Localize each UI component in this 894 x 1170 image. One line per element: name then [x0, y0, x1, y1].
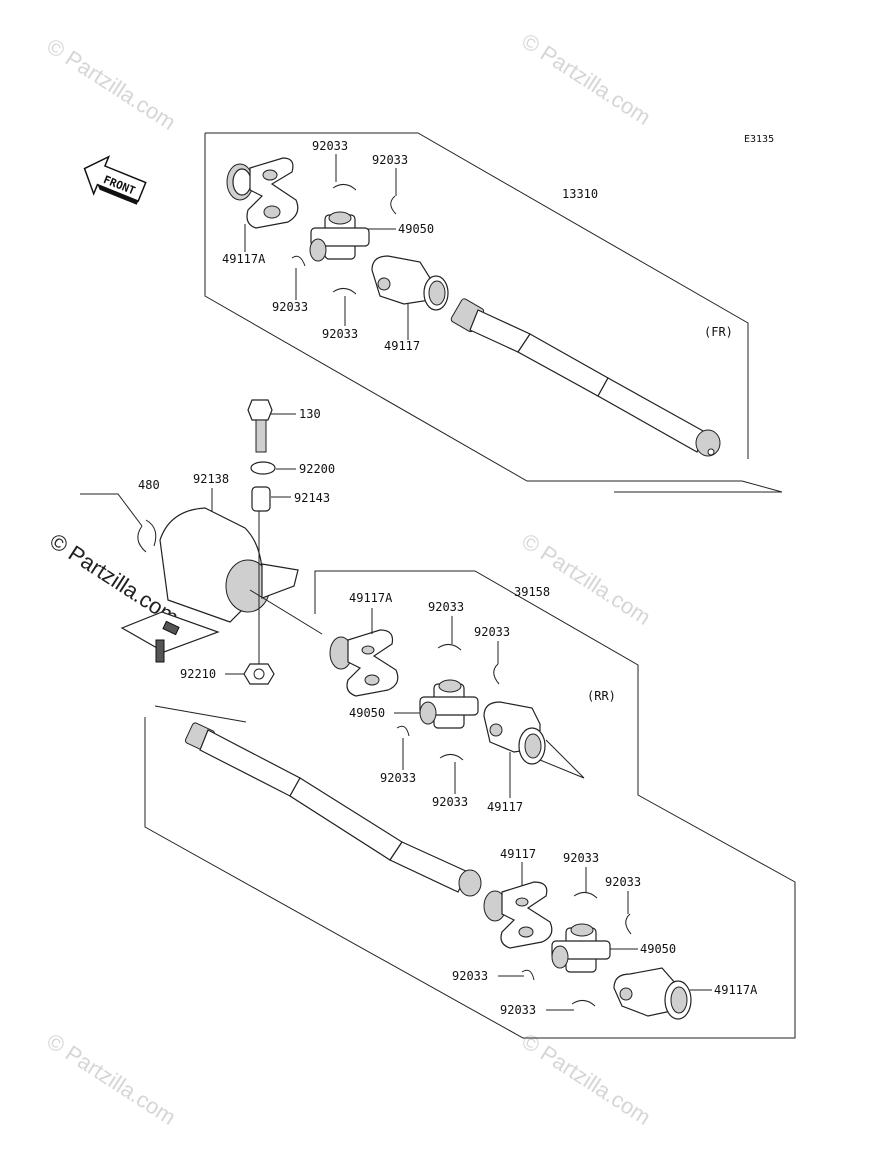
watermark-bottom-right: © Partzilla.com — [517, 1028, 655, 1130]
rr2-yoke-label: 49117 — [500, 847, 536, 861]
collar-label: 92143 — [294, 491, 330, 505]
fr-circlip-2-part — [390, 195, 397, 215]
rr1-circlip-3-part — [396, 725, 410, 737]
front-shaft-frame — [204, 132, 783, 493]
fr-yoke-label: 49117 — [384, 339, 420, 353]
rr1-circlip-1-part — [437, 644, 462, 651]
rr1-joint-part — [419, 679, 479, 729]
rr-shaft-part — [184, 722, 482, 897]
snap-ring-label: 480 — [138, 478, 160, 492]
rr2-circlip-2-part — [625, 913, 632, 935]
washer-label: 92200 — [299, 462, 335, 476]
rr2-yoke-part — [483, 881, 553, 949]
diagram-code: E3135 — [744, 134, 774, 145]
washer-part — [250, 461, 276, 475]
snap-ring-part — [137, 519, 157, 553]
fr-circlip-2-label: 92033 — [372, 153, 408, 167]
rr1-circlip-2-label: 92033 — [474, 625, 510, 639]
fr-circlip-1-label: 92033 — [312, 139, 348, 153]
collar-part — [251, 486, 271, 512]
rr2-circlip-4-label: 92033 — [500, 1003, 536, 1017]
rear-section-label: (RR) — [587, 689, 616, 703]
rr2-yoke-a-label: 49117A — [714, 983, 758, 997]
fr-yoke-a-label: 49117A — [222, 252, 266, 266]
rr1-yoke-a-part — [329, 629, 399, 697]
rr1-circlip-2-part — [493, 663, 500, 685]
rr2-circlip-4-part — [571, 1000, 596, 1007]
watermark-top-right: © Partzilla.com — [517, 28, 655, 130]
rr2-joint-part — [551, 923, 611, 973]
rr2-circlip-2-label: 92033 — [605, 875, 641, 889]
rr1-yoke-label: 49117 — [487, 800, 523, 814]
front-section-label: (FR) — [704, 325, 733, 339]
fr-joint-part — [309, 211, 370, 262]
fr-yoke-part — [371, 255, 449, 311]
bolt-part — [247, 399, 273, 453]
bracket-label: 92138 — [193, 472, 229, 486]
rr2-circlip-1-label: 92033 — [563, 851, 599, 865]
fr-shaft-part — [450, 298, 721, 457]
rr1-circlip-1-label: 92033 — [428, 600, 464, 614]
front-labels: 92033 92033 49117A 49050 92033 92033 491… — [222, 139, 733, 353]
rr2-yoke-a-part — [613, 967, 692, 1020]
rear-shaft-frame — [144, 570, 796, 1039]
rr1-circlip-4-label: 92033 — [432, 795, 468, 809]
bracket-part — [120, 507, 299, 663]
nut-label: 92210 — [180, 667, 216, 681]
rr1-circlip-3-label: 92033 — [380, 771, 416, 785]
fr-circlip-4-label: 92033 — [322, 327, 358, 341]
rr2-circlip-3-part — [521, 969, 535, 981]
rr2-joint-label: 49050 — [640, 942, 676, 956]
rr1-joint-label: 49050 — [349, 706, 385, 720]
fr-circlip-1-part — [332, 184, 357, 191]
fr-circlip-3-part — [291, 255, 306, 267]
rr2-circlip-3-label: 92033 — [452, 969, 488, 983]
front-direction-arrow: FRONT — [83, 155, 147, 205]
fr-circlip-4-part — [332, 288, 357, 295]
rr2-circlip-1-part — [573, 892, 598, 899]
rr1-yoke-part — [483, 701, 585, 779]
fr-circlip-3-label: 92033 — [272, 300, 308, 314]
fr-joint-label: 49050 — [398, 222, 434, 236]
rear-shaft-assy-label: 39158 — [514, 585, 550, 599]
front-shaft-assy-label: 13310 — [562, 187, 598, 201]
rr1-circlip-4-part — [439, 754, 464, 761]
bolt-label: 130 — [299, 407, 321, 421]
rr1-yoke-a-label: 49117A — [349, 591, 393, 605]
fr-yoke-a-part — [226, 157, 299, 229]
nut-hole — [253, 668, 265, 680]
watermark-middle-right: © Partzilla.com — [517, 528, 655, 630]
watermark-bottom-left: © Partzilla.com — [42, 1028, 180, 1130]
center-labels: 130 92200 92143 92138 480 92210 — [80, 407, 335, 681]
watermark-top-left: © Partzilla.com — [42, 33, 180, 135]
rear-labels: 39158 49117A 92033 92033 (RR) 49050 9203… — [349, 585, 758, 1017]
